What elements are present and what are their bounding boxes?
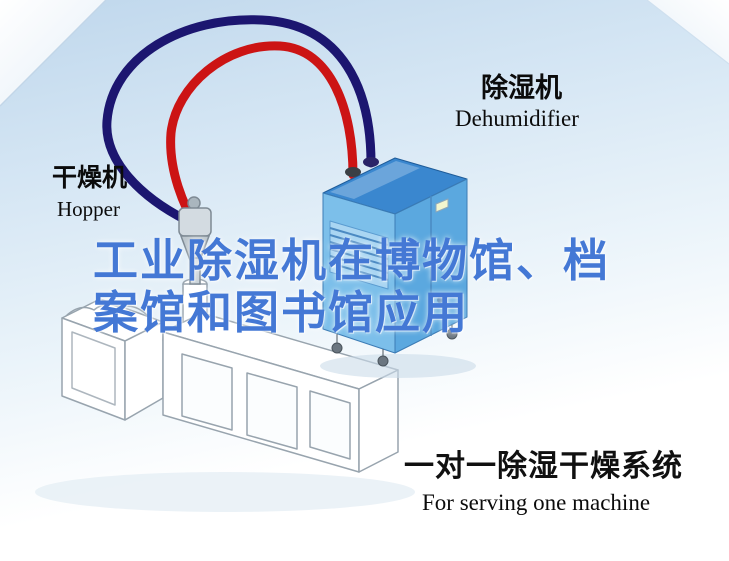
pipe-navy	[102, 15, 376, 225]
extruder-machine	[35, 278, 415, 512]
page-fold-topleft-icon	[0, 0, 107, 107]
dehumidifier-label-cn: 除湿机	[481, 73, 562, 104]
caster-wheels-icon	[331, 325, 458, 367]
pipe-connector-navy-icon	[363, 157, 379, 167]
dehumidifier-shadow	[320, 354, 476, 378]
pipe-connector-red-icon	[345, 167, 361, 177]
pipe-red	[166, 41, 358, 235]
hopper-dryer	[178, 196, 212, 285]
page-title-line-1: 工业除湿机在博物馆、档	[93, 234, 611, 287]
vent-grille-icon	[329, 220, 389, 290]
hopper-label-en: Hopper	[57, 197, 120, 221]
caption-en: For serving one machine	[422, 490, 651, 515]
page-title-line-2: 案馆和图书馆应用	[93, 286, 470, 339]
caption-cn: 一对一除湿干燥系统	[404, 449, 683, 484]
machine-shadow	[35, 472, 415, 512]
dehumidifier-unit	[320, 157, 476, 378]
badge-icon	[435, 198, 449, 213]
page-fold-topright-icon	[646, 0, 729, 65]
door-handle-icon	[437, 297, 443, 303]
dehumidifier-label-en: Dehumidifier	[455, 106, 579, 131]
hopper-label-cn: 干燥机	[52, 163, 128, 192]
